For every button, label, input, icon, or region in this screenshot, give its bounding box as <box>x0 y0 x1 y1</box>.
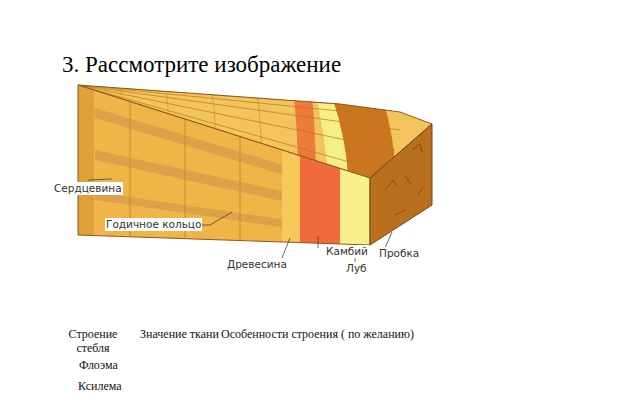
bark-face <box>370 124 432 245</box>
part-label: Пробка <box>378 247 420 260</box>
task-title: 3. Рассмотрите изображение <box>62 52 341 78</box>
part-label: Камбий <box>325 245 369 258</box>
table-header: Строение стебля <box>60 327 126 355</box>
front-face <box>70 80 380 250</box>
part-label: Годичное кольцо <box>105 218 202 231</box>
table-cell: Ксилема <box>78 379 122 393</box>
leader-lines <box>88 179 392 262</box>
part-label: Сердцевина <box>53 182 123 195</box>
table-cell: Флоэма <box>79 358 118 372</box>
part-label: Луб <box>345 262 368 275</box>
table-header: Значение ткани <box>140 327 219 341</box>
table-header: Особенности строения ( по желанию) <box>221 327 414 341</box>
part-label: Древесина <box>226 258 288 271</box>
